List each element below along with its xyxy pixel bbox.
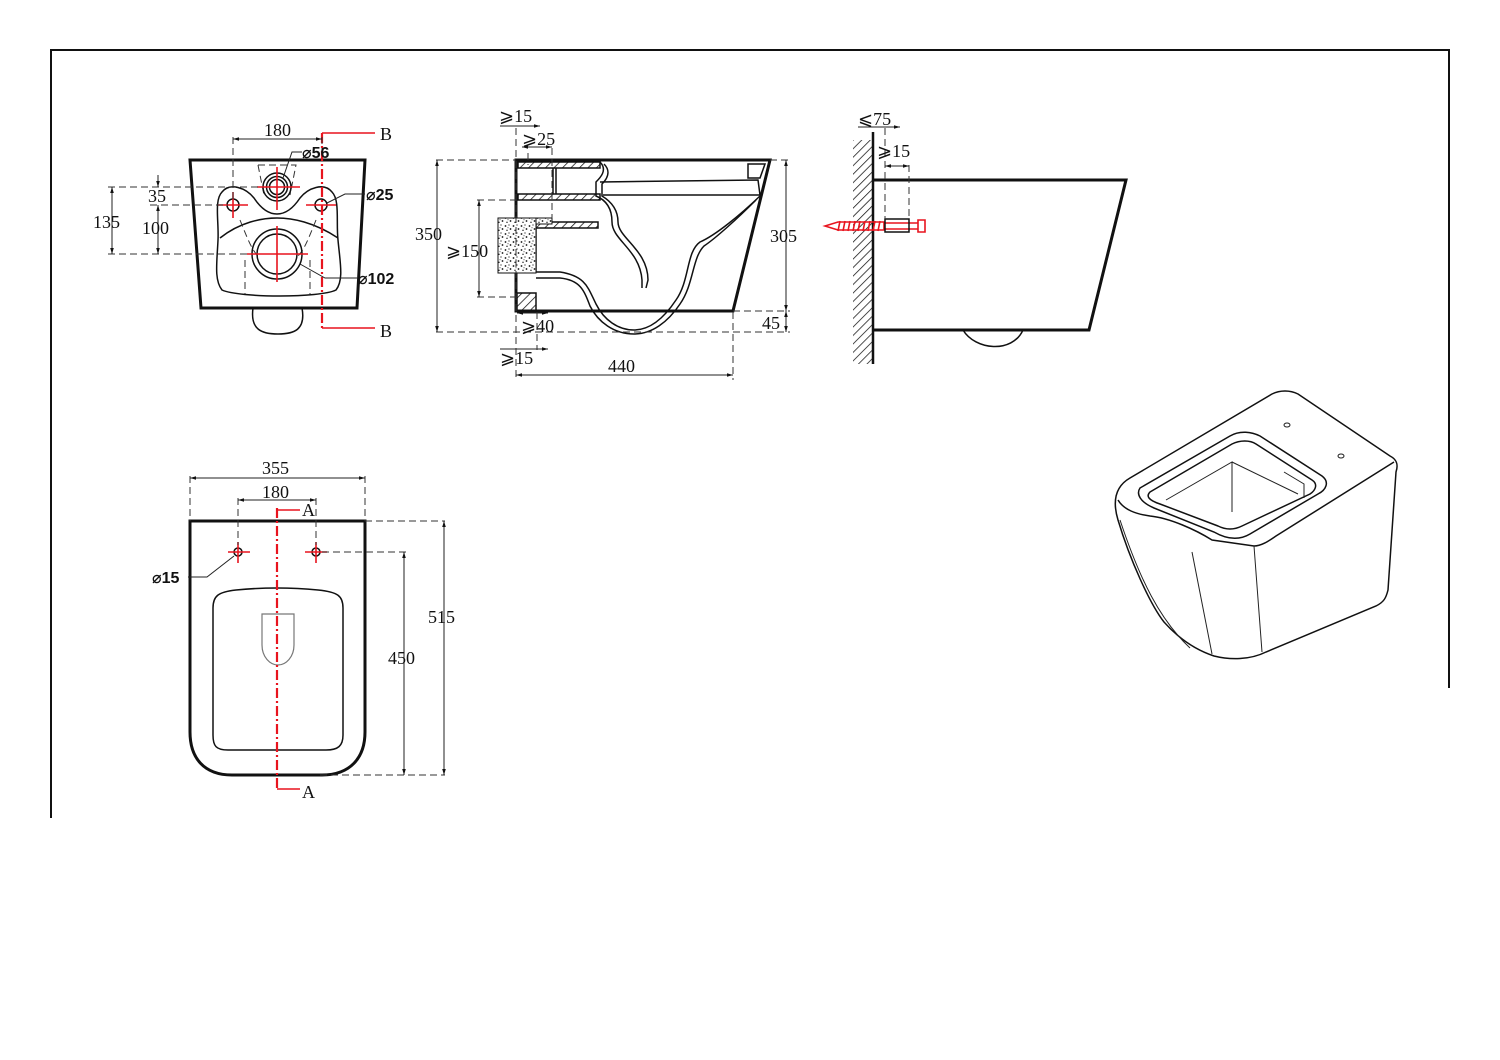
dia-56-label: ⌀56 xyxy=(302,145,330,162)
dim-min-25: ⩾25 xyxy=(522,129,555,149)
section-view: 350 ⩾150 305 45 440 ⩾15 ⩾25 ⩾40 ⩾15 xyxy=(415,106,797,380)
side-view: ⩽75 ⩾15 xyxy=(822,109,1128,364)
dia-102-label: ⌀102 xyxy=(358,271,394,288)
dim-min-150: ⩾150 xyxy=(446,241,488,261)
dim-515: 515 xyxy=(428,607,455,627)
section-label-b-top: B xyxy=(380,124,392,144)
dim-min-15-side: ⩾15 xyxy=(877,141,910,161)
dim-135: 135 xyxy=(93,212,120,232)
dia-15-label: ⌀15 xyxy=(152,570,180,587)
dim-450: 450 xyxy=(388,648,415,668)
section-label-b-bottom: B xyxy=(380,321,392,341)
dim-440: 440 xyxy=(608,356,635,376)
drawing-frame xyxy=(50,49,1450,818)
section-label-a-bottom: A xyxy=(302,782,315,802)
dim-350: 350 xyxy=(415,224,442,244)
dim-min-15-top: ⩾15 xyxy=(499,106,532,126)
dim-180-bottom: 180 xyxy=(262,482,289,502)
dim-max-75: ⩽75 xyxy=(858,109,891,129)
dim-min-40: ⩾40 xyxy=(521,316,554,336)
section-label-a-top: A xyxy=(302,500,315,520)
dim-min-15-bottom: ⩾15 xyxy=(500,348,533,368)
dia-25-label: ⌀25 xyxy=(366,187,394,204)
dim-100: 100 xyxy=(142,218,169,238)
dim-355: 355 xyxy=(262,458,289,478)
isometric-view xyxy=(1114,390,1398,660)
dim-180-top: 180 xyxy=(264,120,291,140)
bottom-view: A A 355 180 515 450 ⌀15 xyxy=(152,458,455,802)
top-view: B B 180 135 35 100 ⌀56 ⌀25 ⌀102 xyxy=(93,120,394,341)
dim-35: 35 xyxy=(148,186,166,206)
dim-305: 305 xyxy=(770,226,797,246)
dim-45: 45 xyxy=(762,313,780,333)
